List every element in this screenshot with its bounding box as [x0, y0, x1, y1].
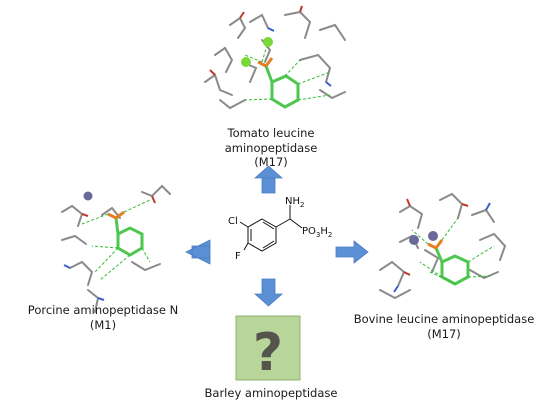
barley-ap-label: Barley aminopeptidase: [204, 386, 338, 400]
tomato-lap-structure: [204, 5, 346, 110]
fluoro-label: F: [235, 251, 241, 262]
zinc-ion-icon: [83, 191, 93, 201]
porcine-apn-structure: [61, 184, 171, 313]
question-mark-icon: ?: [253, 323, 283, 383]
bovine-lap-label: Bovine leucine aminopeptidase (M17): [353, 312, 535, 341]
metal-ion-icon: [263, 37, 273, 47]
arrow-left-icon: [185, 239, 211, 265]
zinc-ion-icon: [428, 231, 438, 241]
phosphonate-label: PO3H2: [302, 226, 332, 239]
center-molecule: NH2 PO3H2 Cl F: [228, 196, 332, 262]
metal-ion-icon: [241, 57, 251, 67]
bovine-lap-structure: [379, 192, 507, 300]
arrow-down-icon: [253, 278, 284, 307]
unknown-structure-box: ?: [235, 315, 301, 383]
tomato-lap-label: Tomato leucine aminopeptidase (M17): [224, 126, 318, 169]
zinc-ion-icon: [409, 235, 419, 245]
arrow-right-icon: [335, 240, 369, 264]
porcine-apn-label: Porcine aminopeptidase N (M1): [27, 303, 179, 332]
amine-label: NH2: [285, 196, 304, 209]
arrow-up-icon: [253, 165, 284, 194]
arrows: [185, 165, 369, 307]
chloro-label: Cl: [228, 216, 238, 227]
